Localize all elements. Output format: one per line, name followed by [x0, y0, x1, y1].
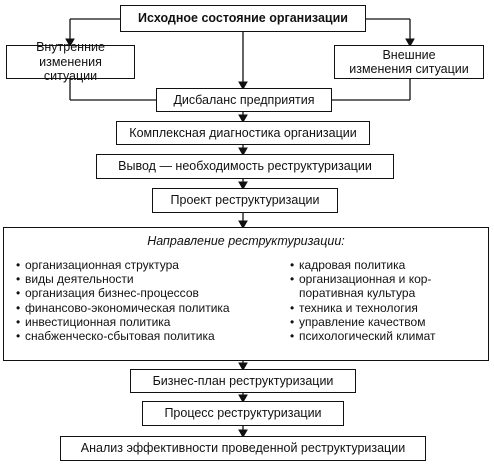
- directions-left-item: •финансово-экономическая политика: [16, 300, 230, 315]
- external-changes-line-1: Внешние: [382, 47, 436, 62]
- box-project: Проект реструктуризации: [152, 188, 338, 213]
- directions-right-item-continuation: поративная культура: [299, 286, 416, 301]
- box-diagnostics-label: Комплексная диагностика организации: [129, 125, 357, 140]
- box-internal-changes: Внутренние изменения ситуации: [6, 40, 135, 83]
- box-imbalance: Дисбаланс предприятия: [156, 88, 332, 112]
- directions-right-item: •психологический климат: [290, 329, 436, 344]
- box-initial-state-label: Исходное состояние организации: [138, 11, 348, 26]
- directions-left-item: •организационная структура: [16, 258, 179, 272]
- box-diagnostics: Комплексная диагностика организации: [116, 121, 370, 145]
- arrowhead-analysis: [238, 429, 248, 439]
- arrowhead-plan: [238, 362, 248, 372]
- box-process: Процесс реструктуризации: [142, 401, 344, 426]
- box-project-label: Проект реструктуризации: [170, 193, 320, 208]
- box-imbalance-label: Дисбаланс предприятия: [173, 92, 315, 107]
- box-conclusion: Вывод — необходимость реструктуризации: [96, 154, 394, 179]
- box-analysis-label: Анализ эффективности проведенной реструк…: [80, 441, 406, 456]
- box-process-label: Процесс реструктуризации: [164, 406, 322, 421]
- directions-right-item: •управление качеством: [290, 314, 426, 329]
- box-conclusion-label: Вывод — необходимость реструктуризации: [118, 159, 372, 174]
- directions-right-item: •организационная и кор-: [290, 272, 432, 287]
- box-external-changes: Внешние изменения ситуации: [334, 45, 484, 79]
- external-changes-line-2: изменения ситуации: [349, 62, 469, 76]
- box-directions: Направление реструктуризации: •организац…: [3, 227, 489, 361]
- box-business-plan-label: Бизнес-план реструктуризации: [152, 373, 334, 388]
- directions-right-list: •кадровая политика •организационная и ко…: [290, 258, 436, 343]
- arrowhead-diagnostics: [238, 114, 248, 124]
- arrowhead-imbalance: [238, 81, 248, 91]
- box-analysis: Анализ эффективности проведенной реструк…: [60, 436, 426, 461]
- directions-left-item: •снабженческо-сбытовая политика: [16, 329, 215, 344]
- directions-left-list: •организационная структура •виды деятель…: [16, 258, 230, 343]
- arrowhead-right: [405, 38, 415, 48]
- arrowhead-project: [238, 181, 248, 191]
- directions-right-item: •кадровая политика: [290, 258, 406, 272]
- box-initial-state: Исходное состояние организации: [120, 5, 366, 32]
- directions-title: Направление реструктуризации:: [147, 234, 345, 248]
- arrowhead-conclusion: [238, 147, 248, 157]
- directions-left-item: •инвестиционная политика: [16, 314, 171, 329]
- internal-changes-line-1: Внутренние изменения: [36, 40, 105, 69]
- directions-right-item: •техника и технология: [290, 300, 418, 315]
- box-business-plan: Бизнес-план реструктуризации: [130, 369, 356, 393]
- directions-left-item: •организация бизнес-процессов: [16, 286, 199, 301]
- arrowhead-left: [65, 38, 75, 48]
- arrowhead-process: [238, 394, 248, 404]
- arrowhead-directions: [238, 220, 248, 230]
- directions-left-item: •виды деятельности: [16, 272, 134, 287]
- internal-changes-line-2: ситуации: [43, 69, 98, 84]
